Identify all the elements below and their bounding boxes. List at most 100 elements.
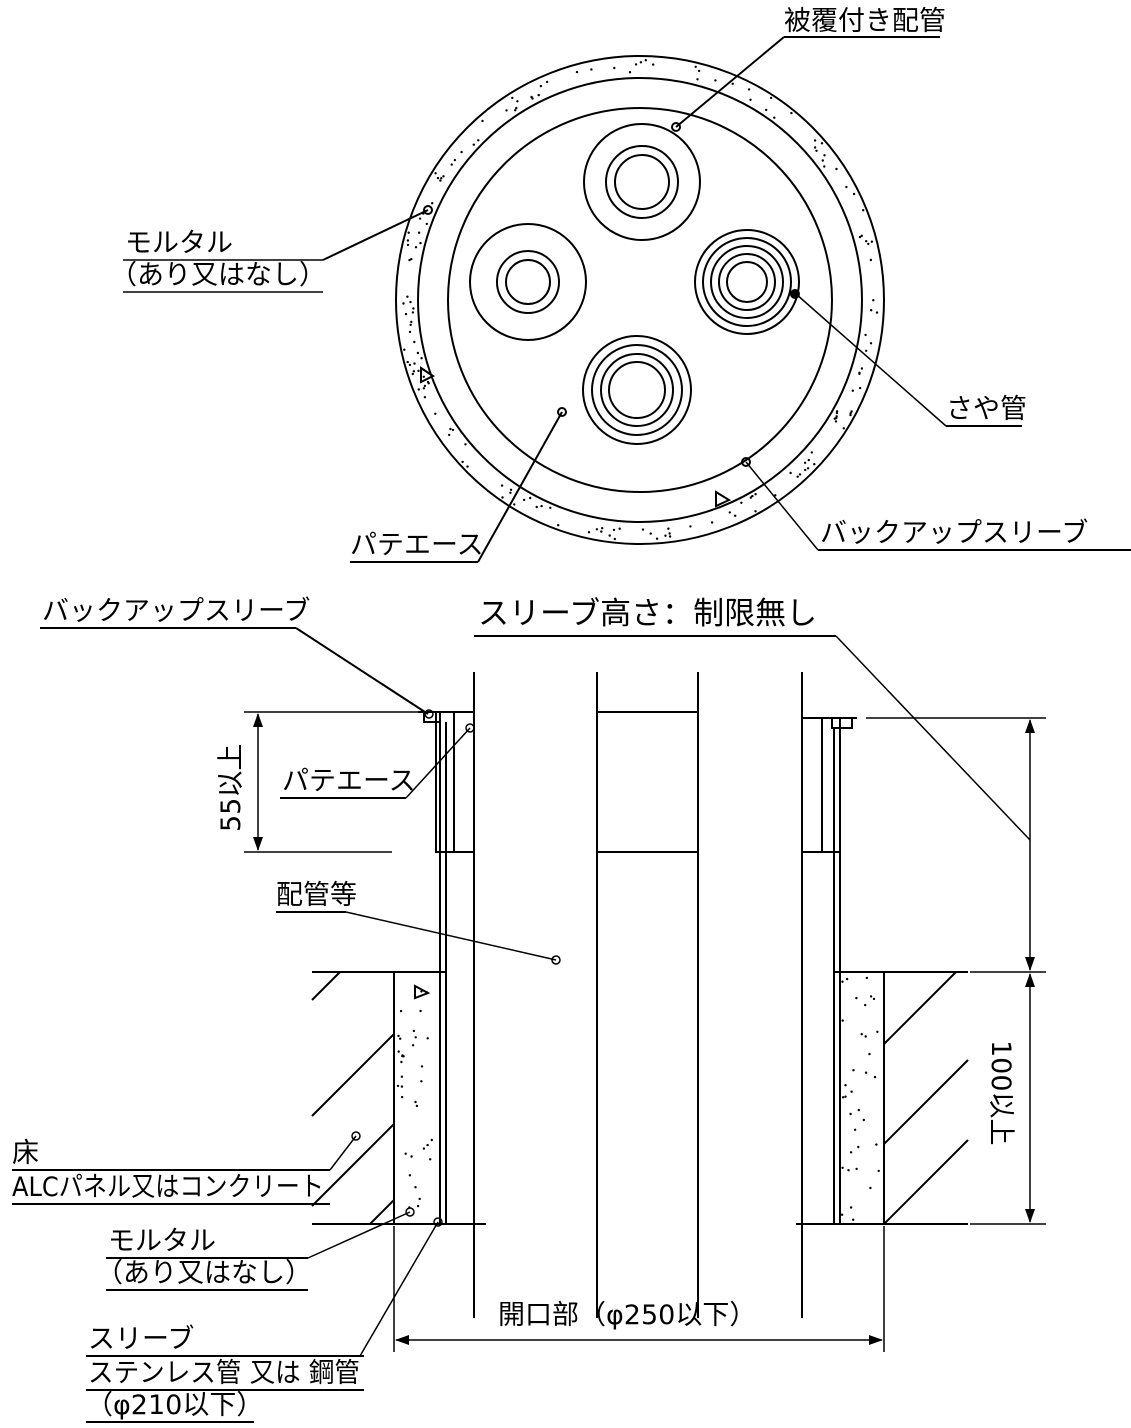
stipple-dot [849,1112,852,1116]
stipple-dot [694,65,697,69]
stipple-dot [862,1118,865,1122]
stipple-dot [522,498,526,502]
stipple-dot [668,535,672,538]
stipple-dot [835,411,839,415]
stipple-dot [516,100,519,103]
stipple-dot [414,1186,417,1189]
stipple-dot [855,996,858,1000]
stipple-dot [429,1158,432,1161]
stipple-dot [639,61,643,64]
stipple-dot [652,63,655,66]
stipple-dot [869,342,873,345]
label-sleeve-material: ステンレス管 又は 鋼管 [88,1358,360,1389]
stipple-dot [857,1145,860,1149]
stipple-dot [844,1084,847,1087]
section-mortar-stipple [396,976,880,1221]
label-backup-sleeve-plan: バックアップスリーブ [820,518,1088,549]
stipple-dot [869,995,873,998]
stipple-dot [833,417,836,420]
stipple-dot [840,1213,844,1216]
stipple-dot [430,1138,433,1142]
stipple-dot [714,79,717,82]
stipple-dot [858,235,862,239]
stipple-dot [845,977,849,981]
mortar-stipple [402,59,879,541]
stipple-dot [408,258,411,262]
stipple-dot [754,493,757,496]
stipple-dot [406,243,410,247]
stipple-dot [448,433,451,437]
stipple-dot [790,111,793,115]
stipple-dot [416,1204,420,1208]
stipple-dot [514,109,517,112]
stipple-dot [400,1060,403,1064]
stipple-dot [865,976,869,980]
stipple-dot [813,146,817,149]
stipple-dot [844,1095,847,1098]
stipple-dot [875,311,879,314]
label-dim-100: 100以上 [985,1040,1016,1146]
stipple-dot [529,496,532,500]
stipple-dot [634,63,638,66]
stipple-dot [402,302,405,305]
stipple-dot [420,357,423,360]
stipple-dot [481,119,484,123]
stipple-dot [664,534,667,537]
stipple-dot [860,234,863,237]
stipple-dot [869,258,873,262]
stipple-dot [853,1128,857,1132]
stipple-dot [850,410,853,413]
stipple-dot [466,465,469,468]
stipple-dot [431,202,434,205]
stipple-dot [461,460,464,464]
stipple-dot [644,59,647,62]
stipple-dot [803,461,807,464]
stipple-dot [587,531,591,534]
stipple-dot [408,1174,412,1177]
stipple-dot [413,362,416,365]
stipple-dot [877,1169,880,1173]
stipple-dot [426,1143,429,1147]
stipple-dot [841,980,844,983]
stipple-dot [857,1108,860,1112]
stipple-dot [404,1152,407,1155]
label-opening: 開口部（φ250以下） [498,1300,756,1331]
stipple-dot [696,78,699,81]
stipple-dot [530,95,533,99]
stipple-dot [850,1090,853,1093]
stipple-dot [539,84,543,88]
stipple-dot [864,1003,867,1007]
stipple-dot [436,176,440,180]
stipple-dot [410,320,413,324]
plan-leaders [123,36,1131,563]
stipple-dot [509,488,513,491]
backup-sleeve-ring [417,77,863,523]
stipple-dot [668,532,671,535]
stipple-dot [618,527,621,530]
stipple-dot [841,1019,844,1022]
stipple-dot [399,1009,403,1013]
stipple-dot [595,528,599,531]
stipple-dot [422,387,426,390]
stipple-dot [413,340,416,344]
sheathed-pipe-bottom [582,335,692,445]
stipple-dot [423,396,427,399]
stipple-dot [789,471,792,475]
stipple-dot [835,167,838,171]
stipple-dot [875,1143,878,1146]
stipple-dot [870,240,874,243]
label-sheath-pipe: さや管 [946,394,1027,425]
stipple-dot [749,496,752,499]
stipple-dot [873,1075,877,1079]
stipple-dot [409,300,412,304]
stipple-dot [397,1050,400,1053]
stipple-dot [400,1095,404,1099]
stipple-dot [613,66,616,70]
stipple-dot [511,96,514,100]
stipple-dot [849,1151,853,1154]
stipple-dot [823,165,826,168]
stipple-dot [849,1206,853,1209]
stipple-dot [613,537,616,541]
sheath-pipe-marker [790,289,800,299]
stipple-dot [689,525,692,528]
